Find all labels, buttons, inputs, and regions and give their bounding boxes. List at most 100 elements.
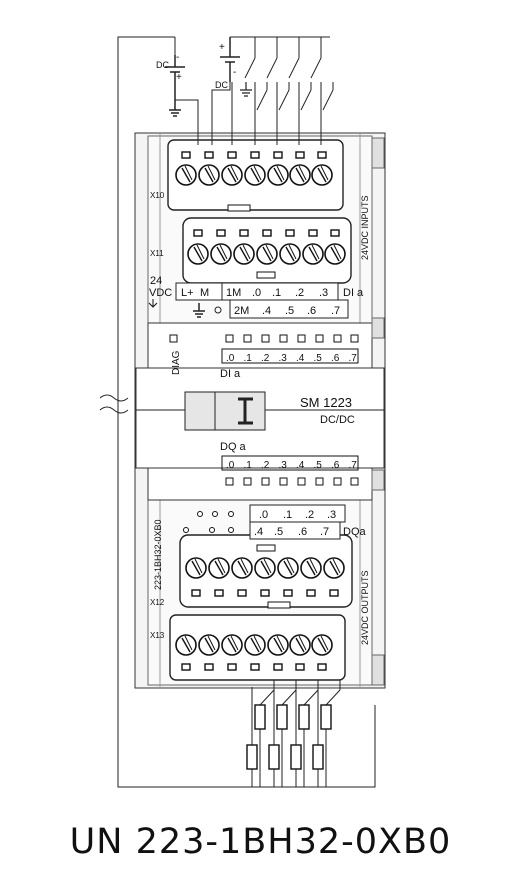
screw-slot (196, 244, 205, 260)
output-terminal-label: .1 (283, 509, 292, 521)
break-mark (99, 394, 129, 414)
screw-slot (263, 558, 272, 574)
output-terminal-label: .5 (274, 526, 283, 538)
return-wire (117, 36, 376, 788)
supply-symbol-1: DC (156, 60, 169, 70)
screw-slot (285, 246, 295, 262)
screw-slot (308, 246, 318, 262)
supply-wire (211, 82, 231, 145)
terminal-release-icon (204, 151, 214, 159)
output-terminal-label: .7 (320, 526, 329, 538)
terminal-release-icon (181, 663, 191, 671)
output-terminal-label: .3 (327, 509, 336, 521)
input-led-icon (315, 334, 324, 343)
input-terminal-label: .6 (307, 305, 316, 317)
diag-led-icon (169, 334, 178, 343)
output-led-label: .3 (279, 460, 288, 471)
screw-slot (333, 244, 342, 260)
output-led-label: .7 (349, 460, 358, 471)
diag-label: DIAG (171, 350, 182, 375)
terminal-release-icon (308, 229, 318, 237)
terminal-release-icon (250, 151, 260, 159)
screw-slot (273, 167, 283, 183)
screw-slot (216, 246, 226, 262)
load-resistor-icon (246, 744, 258, 770)
power-unit-label: VDC (149, 287, 172, 299)
screw-slot (332, 558, 341, 574)
output-terminal-label: .2 (305, 509, 314, 521)
output-terminal-label: .0 (259, 509, 268, 521)
battery-icon (165, 55, 185, 102)
terminal-release-icon (285, 229, 295, 237)
input-terminal-label: .5 (285, 305, 294, 317)
output-terminal-label: .6 (298, 526, 307, 538)
module-name: SM 1223 (300, 395, 352, 410)
screw-slot (204, 167, 214, 183)
screw-slot (273, 637, 283, 653)
input-led-label: .6 (331, 353, 340, 364)
polarity-plus: + (176, 72, 182, 83)
input-terminal-label: .3 (319, 287, 328, 299)
screw-slot (230, 165, 239, 181)
input-terminal-label: .7 (331, 305, 340, 317)
input-terminal-label: .2 (295, 287, 304, 299)
output-led-icon (333, 477, 342, 486)
part-number-caption: UN 223-1BH32-0XB0 (69, 822, 452, 862)
connector-tab (256, 544, 276, 552)
side-notch (371, 137, 385, 169)
terminal-release-icon (260, 589, 270, 597)
output-led-label: .1 (244, 460, 253, 471)
screw-slot (207, 165, 216, 181)
input-terminal-label: 1M (226, 287, 241, 299)
input-terminal-box-2 (229, 299, 349, 319)
terminal-release-icon (330, 229, 340, 237)
switch-contact-icon (310, 57, 322, 79)
screw-slot (181, 167, 191, 183)
module-type: DC/DC (320, 414, 355, 426)
switch-contact-icon (278, 89, 290, 111)
screw-slot (276, 635, 285, 651)
load-wire (259, 689, 275, 706)
switch-contact-icon (244, 57, 256, 79)
connector-tab (256, 271, 276, 279)
screw-slot (191, 560, 201, 576)
switch-contact-icon (288, 57, 300, 79)
screw-slot (265, 244, 274, 260)
load-wire (303, 689, 319, 706)
screw-slot (320, 165, 329, 181)
input-led-label: .3 (279, 353, 288, 364)
screw-slot (311, 244, 320, 260)
indicator-dot (228, 511, 234, 517)
input-led-icon (243, 334, 252, 343)
inputs-label: 24VDC INPUTS (360, 195, 370, 260)
screw-slot (298, 635, 307, 651)
polarity-minus: - (233, 67, 236, 78)
indicator-dot (197, 511, 203, 517)
terminal-dot (214, 306, 222, 314)
input-terminal-label: 2M (234, 305, 249, 317)
output-led-label: .0 (226, 460, 235, 471)
polarity-minus: - (176, 52, 179, 63)
input-led-icon (225, 334, 234, 343)
terminal-release-icon (181, 151, 191, 159)
terminal-release-icon (273, 151, 283, 159)
terminal-release-icon (295, 151, 305, 159)
output-led-label: .4 (296, 460, 305, 471)
supply-symbol-2: DC (215, 80, 228, 90)
terminal-release-icon (204, 663, 214, 671)
terminal-label-lplus: L+ (181, 287, 194, 299)
screw-slot (253, 635, 262, 651)
screw-slot (298, 165, 307, 181)
screw-slot (330, 246, 340, 262)
load-resistor-icon (268, 744, 280, 770)
screw-slot (184, 165, 193, 181)
output-group-short-label: DQa (343, 526, 367, 538)
terminal-release-icon (227, 663, 237, 671)
output-led-label-frame (221, 455, 359, 471)
screw-slot (295, 167, 305, 183)
load-wire (281, 689, 297, 706)
output-led-icon (243, 477, 252, 486)
input-led-icon (333, 334, 342, 343)
ground-wire (175, 99, 199, 145)
terminal-release-icon (306, 589, 316, 597)
